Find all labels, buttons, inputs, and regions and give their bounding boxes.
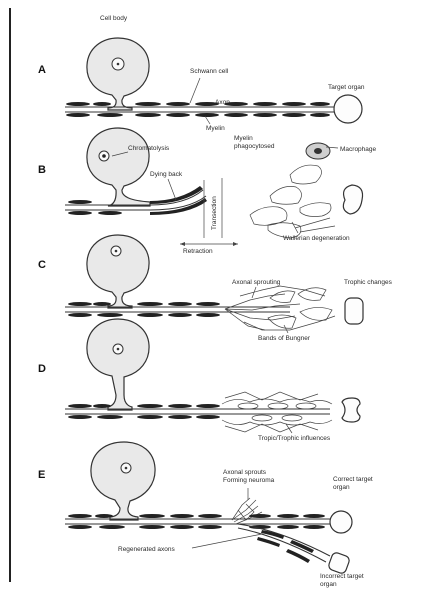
- panel-b-retraction-arrowhead-left: [180, 242, 185, 246]
- panel-b-chromatolysis-label: Chromatolysis: [128, 145, 170, 152]
- panel-d-nucleolus: [117, 348, 120, 351]
- panel-b-retraction-label: Retraction: [183, 248, 213, 255]
- panel-d-cell-body: [87, 319, 149, 410]
- panel-d-target-organ: [342, 398, 360, 422]
- panel-d-letter: D: [38, 363, 46, 375]
- panel-e-correct-path: [235, 514, 330, 529]
- panel-a: A Cell body Schw: [38, 15, 365, 132]
- panel-e-sprouts-label: Axonal sprouts: [223, 469, 267, 476]
- panel-e-incorrect-target: [327, 551, 350, 574]
- panel-b-myelin-label: Myelin: [234, 135, 253, 142]
- panel-a-letter: A: [38, 64, 46, 76]
- panel-c-bands-of-bungner: [268, 288, 332, 329]
- panel-e-cell-body: [91, 442, 155, 520]
- panel-c-nucleolus: [115, 250, 118, 253]
- panel-b: B Transection Retraction: [38, 128, 377, 255]
- panel-a-myelin-sheath: [66, 102, 330, 117]
- panel-b-myelin-debris: [250, 165, 335, 238]
- panel-d-regenerating-fibres: [222, 392, 332, 432]
- panel-e-correct-target-label: Correct target: [333, 476, 373, 483]
- panel-e-neuroma: [232, 498, 262, 524]
- panel-e-neuroma-label: Forming neuroma: [223, 477, 275, 484]
- panel-c-target-organ: [345, 298, 363, 324]
- panel-a-axon-label: Axon: [215, 99, 230, 106]
- panel-a-myelin-pointer: [205, 116, 210, 124]
- panel-d-influences-label: Tropic/Trophic influences: [258, 435, 331, 442]
- panel-c-bungner-pointer: [284, 325, 288, 333]
- panel-b-target-organ: [343, 185, 362, 214]
- panel-c-axonal-sprouts: [225, 286, 335, 330]
- panel-b-macrophage-label: Macrophage: [340, 146, 377, 153]
- panel-c-bungner-label: Bands of Bungner: [258, 335, 311, 342]
- panel-e-correct-target: [330, 511, 352, 533]
- panel-c-trophic-changes-label: Trophic changes: [344, 279, 393, 286]
- panel-a-schwann-label: Schwann cell: [190, 68, 229, 75]
- panel-e-correct-organ-label: organ: [333, 484, 350, 491]
- panel-a-target-organ: [334, 95, 362, 123]
- panel-b-retraction-arrowhead-right: [233, 242, 238, 246]
- panel-e-incorrect-target-label: Incorrect target: [320, 573, 364, 580]
- panel-b-cell-body: [87, 128, 150, 206]
- panel-a-cell-body-label: Cell body: [100, 15, 128, 22]
- panel-d-influences-pointer: [286, 424, 292, 433]
- panel-b-dying-back-pointer: [168, 179, 176, 200]
- panel-c-myelin-sheath: [68, 302, 220, 317]
- panel-e-regenerated-pointer: [192, 534, 262, 548]
- panel-c-sprouting-label: Axonal sprouting: [232, 279, 281, 286]
- panel-b-phagocytosed-label: phagocytosed: [234, 143, 275, 150]
- panel-e-incorrect-path: [238, 524, 330, 563]
- panel-b-nucleolus: [102, 154, 106, 158]
- panel-b-wallerian-label: Wallerian degeneration: [283, 235, 350, 242]
- panel-c-letter: C: [38, 259, 46, 271]
- panel-b-letter: B: [38, 164, 46, 176]
- panel-e-myelin-sheath: [68, 514, 222, 529]
- panel-b-transection-label: Transection: [211, 196, 218, 230]
- panel-c: C: [38, 235, 393, 342]
- panel-e-nucleolus: [125, 467, 128, 470]
- panel-a-cell-body: [87, 38, 149, 110]
- panel-d-myelin-sheath: [68, 404, 220, 419]
- panel-e-regenerated-label: Regenerated axons: [118, 546, 175, 553]
- panel-b-dying-back-label: Dying back: [150, 171, 183, 178]
- panel-a-target-organ-label: Target organ: [328, 84, 365, 91]
- panel-a-schwann-pointer: [190, 78, 200, 103]
- panel-b-macrophage-nucleus: [314, 148, 322, 154]
- panel-e-letter: E: [38, 469, 45, 481]
- panel-e-incorrect-organ-label: organ: [320, 581, 337, 588]
- panel-a-myelin-label: Myelin: [206, 125, 225, 132]
- panel-d: D Tropic: [38, 319, 360, 442]
- panel-e: E: [38, 442, 373, 588]
- panel-a-nucleolus: [117, 63, 120, 66]
